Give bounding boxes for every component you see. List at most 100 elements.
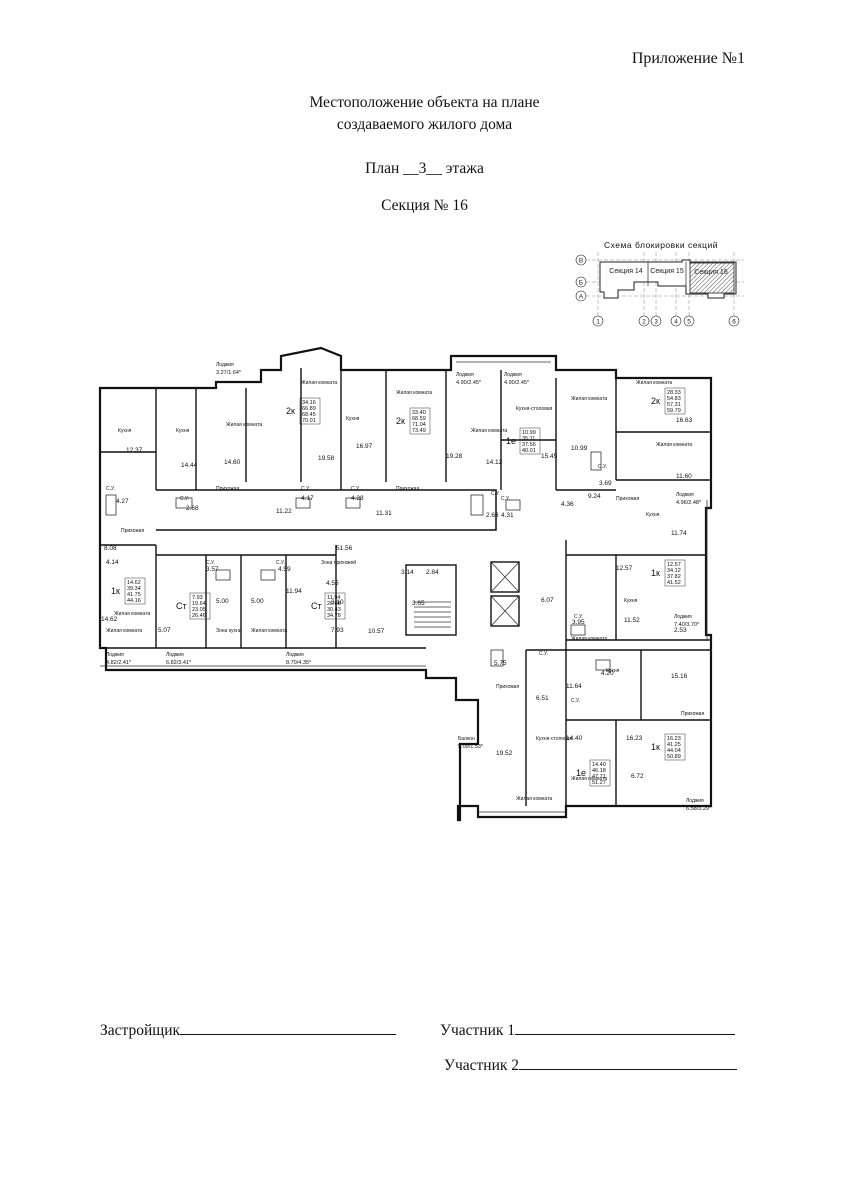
room-name: Жилая комната: [396, 390, 432, 396]
apartment-type: Ст: [311, 601, 322, 611]
room-name: Прихожая: [681, 711, 704, 717]
scheme-axis-label: 2: [642, 319, 646, 326]
participant1-signature-line[interactable]: [515, 1022, 736, 1035]
apartment-area: 14.40: [592, 762, 606, 768]
developer-signature-line[interactable]: [180, 1022, 397, 1035]
room-name: Жилая комната: [571, 636, 607, 642]
room-area: 4.59: [278, 566, 291, 573]
room-area: 11.52: [624, 617, 640, 624]
room-area: 19.58: [318, 455, 335, 462]
room-area: 4.20: [601, 670, 614, 677]
room-name: Прихожая: [121, 528, 144, 534]
room-area: 4.36: [561, 501, 574, 508]
scheme-row-label: В: [579, 258, 583, 265]
apartment-area: 68.45: [302, 412, 316, 418]
room-name: С.У.: [598, 464, 607, 470]
scheme-row-label: Б: [579, 280, 583, 287]
room-name: Прихожая: [496, 684, 519, 690]
apartment-area: 40.01: [522, 448, 536, 454]
room-area: 6.51: [536, 695, 549, 702]
room-name: С.У.: [571, 698, 580, 704]
room-name: Кухня: [646, 512, 660, 518]
room-name: Жилая комната: [114, 611, 150, 617]
room-area: 6.07: [541, 597, 554, 604]
room-area: 3.14: [401, 569, 414, 576]
room-area: 11.64: [566, 683, 582, 690]
apartment-area: 70.01: [302, 418, 316, 424]
apartment-area: 35.11: [522, 436, 535, 442]
room-area: 11.94: [286, 588, 302, 595]
room-name: Жилая комната: [516, 796, 552, 802]
scheme-axis-label: 6: [732, 319, 736, 326]
room-name: Кухня-столовая: [536, 736, 573, 742]
apartment-area-box: [124, 577, 146, 605]
room-name: Кухня-столовая: [516, 406, 553, 412]
room-area: 19.52: [496, 750, 513, 757]
loggia-name: Лоджия: [674, 614, 692, 620]
room-area: 4.28: [351, 495, 364, 502]
room-area: 4.55: [326, 580, 339, 587]
apartment-area: 7.93: [192, 595, 203, 601]
room-area: 14.44: [181, 462, 198, 469]
room-area: 2.63: [486, 512, 499, 519]
apartment-area: 12.57: [667, 562, 681, 568]
apartment-area: 34.16: [302, 400, 316, 406]
room-area: 4.31: [501, 512, 514, 519]
room-area: 19.28: [446, 453, 463, 460]
apartment-area: 23.05: [192, 607, 206, 613]
apartment-area: 47.71: [592, 774, 606, 780]
participant1-signature: Участник 1: [440, 1022, 736, 1040]
room-name: Кухня: [118, 428, 132, 434]
participant2-signature-line[interactable]: [519, 1057, 738, 1070]
room-name: С.У.: [276, 560, 285, 566]
apartment-area: 33.40: [412, 410, 426, 416]
room-area: 12.57: [616, 565, 633, 572]
loggia-name: Балкон: [458, 736, 475, 742]
loggia-area: 4.90/2.45*: [504, 380, 530, 386]
apartment-area-box: [664, 733, 686, 761]
room-area: 2.68: [186, 505, 199, 512]
room-name: Жилая комната: [301, 380, 337, 386]
apartment-area: 41.52: [667, 580, 681, 586]
loggia-name: Лоджия: [166, 652, 184, 658]
loggia-area: 6.58/3.29*: [686, 806, 712, 812]
apartment-area: 71.04: [412, 422, 426, 428]
apartment-type: Ст: [176, 601, 187, 611]
apartment-type: 2к: [286, 406, 295, 416]
apartment-area: 26.46: [192, 613, 206, 619]
apartment-area: 44.16: [127, 598, 141, 604]
apartment-type: 2к: [651, 396, 660, 406]
room-name: Прихожая: [616, 496, 639, 502]
room-area: 16.63: [676, 417, 693, 424]
apartment-area: 57.31: [667, 402, 681, 408]
appendix-label: Приложение №1: [631, 50, 745, 67]
room-name: Кухня: [624, 598, 638, 604]
plan-prefix: План __: [365, 160, 419, 177]
loggia-name: Лоджия: [286, 652, 304, 658]
room-area: 5.75: [494, 660, 507, 667]
room-name: Зона кухни: [216, 628, 242, 634]
scheme-drawing: В Б А 1 2 3 4 5 6 Секция 14 Секция 15 Се…: [575, 252, 744, 327]
apartment-area: 16.23: [667, 736, 681, 742]
room-name: Жилая комната: [571, 776, 607, 782]
room-area: 14.40: [566, 735, 583, 742]
section-blocking-scheme: Схема блокировки секций В: [574, 236, 750, 332]
room-name: Кухня: [606, 668, 620, 674]
apartment-type: 1к: [111, 586, 120, 596]
scheme-section-label-highlighted: Секция 16: [694, 269, 728, 276]
loggia-area: 5.09/1.53*: [458, 744, 484, 750]
loggia-area: 4.82/2.41*: [106, 660, 132, 666]
room-name: С.У.: [106, 486, 115, 492]
room-area: 51.56: [336, 545, 353, 552]
scheme-axis-label: 5: [687, 319, 691, 326]
room-area: 16.23: [626, 735, 643, 742]
room-name: С.У.: [301, 486, 310, 492]
room-name: Кухня: [176, 428, 190, 434]
apartment-area: 34.12: [667, 568, 681, 574]
scheme-axis-label: 4: [674, 319, 678, 326]
apartment-area: 54.83: [667, 396, 681, 402]
room-area: 14.12: [486, 459, 503, 466]
scheme-axis-label: 1: [596, 319, 600, 326]
room-name: С.У.: [491, 491, 500, 497]
